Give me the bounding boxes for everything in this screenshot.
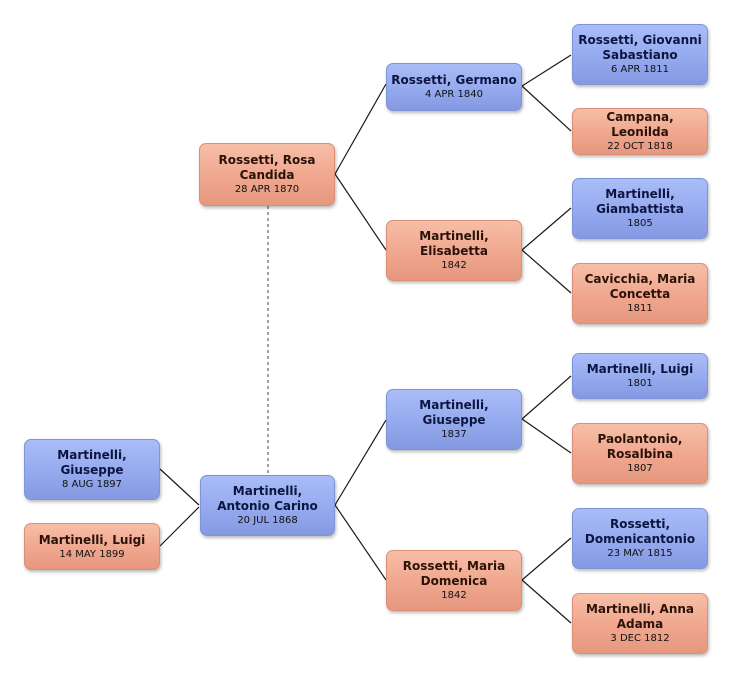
person-name: Martinelli, Giuseppe: [57, 448, 127, 477]
person-card-rossetti-rosa-candida[interactable]: Rossetti, Rosa Candida 28 APR 1870: [199, 143, 335, 206]
person-card-martinelli-luigi-1899[interactable]: Martinelli, Luigi 14 MAY 1899: [24, 523, 160, 570]
person-birth-date: 1811: [627, 303, 653, 314]
connector-line: [334, 83, 387, 175]
person-birth-date: 3 DEC 1812: [610, 633, 670, 644]
person-name: Martinelli, Elisabetta: [419, 229, 489, 258]
connector-line: [334, 419, 387, 506]
person-name: Cavicchia, Maria Concetta: [584, 272, 696, 301]
person-card-martinelli-elisabetta[interactable]: Martinelli, Elisabetta 1842: [386, 220, 522, 281]
person-card-martinelli-giuseppe-1837[interactable]: Martinelli, Giuseppe 1837: [386, 389, 522, 450]
person-birth-date: 14 MAY 1899: [59, 548, 125, 560]
person-birth-date: 1842: [441, 260, 467, 271]
person-name: Paolantonio, Rosalbina: [597, 432, 683, 461]
person-name: Martinelli, Giambattista: [596, 187, 684, 216]
person-name: Martinelli, Antonio Carino: [217, 484, 318, 513]
person-name: Martinelli, Luigi: [586, 362, 694, 376]
person-birth-date: 23 MAY 1815: [607, 548, 673, 559]
connector-line: [521, 54, 572, 87]
connector-line: [334, 173, 387, 251]
person-birth-date: 20 JUL 1868: [237, 515, 298, 526]
person-card-martinelli-anna-adama[interactable]: Martinelli, Anna Adama 3 DEC 1812: [572, 593, 708, 654]
person-name: Rossetti, Domenicantonio: [584, 517, 696, 546]
person-card-rossetti-domenicantonio[interactable]: Rossetti, Domenicantonio 23 MAY 1815: [572, 508, 708, 569]
person-name: Rossetti, Rosa Candida: [218, 153, 316, 182]
person-card-rossetti-germano[interactable]: Rossetti, Germano 4 APR 1840: [386, 63, 522, 111]
person-birth-date: 1805: [627, 218, 653, 229]
person-card-martinelli-antonio-carino[interactable]: Martinelli, Antonio Carino 20 JUL 1868: [200, 475, 335, 536]
connector-line: [159, 468, 200, 506]
person-birth-date: 1801: [627, 378, 653, 389]
connector-line: [521, 537, 572, 581]
person-birth-date: 1842: [441, 590, 467, 601]
connector-line: [521, 579, 572, 624]
person-birth-date: 22 OCT 1818: [607, 141, 673, 152]
person-birth-date: 8 AUG 1897: [61, 479, 123, 490]
connector-line: [521, 85, 572, 132]
connector-line: [521, 249, 572, 294]
person-card-martinelli-giuseppe-1897[interactable]: Martinelli, Giuseppe 8 AUG 1897: [24, 439, 160, 500]
connector-line: [521, 418, 572, 454]
person-birth-date: 1837: [441, 429, 467, 440]
person-card-martinelli-giambattista[interactable]: Martinelli, Giambattista 1805: [572, 178, 708, 239]
connector-line: [521, 207, 572, 251]
person-name: Rossetti, Germano: [391, 73, 517, 87]
person-card-rossetti-giovanni-sabastiano[interactable]: Rossetti, Giovanni Sabastiano 6 APR 1811: [572, 24, 708, 85]
person-birth-date: 1807: [627, 463, 653, 474]
person-name: Martinelli, Anna Adama: [585, 602, 695, 631]
person-card-campana-leonilda[interactable]: Campana, Leonilda 22 OCT 1818: [572, 108, 708, 155]
person-birth-date: 6 APR 1811: [611, 64, 669, 75]
connector-line: [521, 375, 572, 420]
person-name: Martinelli, Luigi: [38, 532, 146, 547]
person-card-rossetti-maria-domenica[interactable]: Rossetti, Maria Domenica 1842: [386, 550, 522, 611]
person-name: Martinelli, Giuseppe: [419, 398, 489, 427]
person-card-paolantonio-rosalbina[interactable]: Paolantonio, Rosalbina 1807: [572, 423, 708, 484]
person-name: Rossetti, Maria Domenica: [402, 559, 506, 588]
person-birth-date: 28 APR 1870: [234, 184, 300, 195]
person-card-martinelli-luigi-1801[interactable]: Martinelli, Luigi 1801: [572, 353, 708, 399]
person-name: Rossetti, Giovanni Sabastiano: [578, 33, 702, 62]
connector-line: [334, 504, 387, 581]
person-card-cavicchia-maria-concetta[interactable]: Cavicchia, Maria Concetta 1811: [572, 263, 708, 324]
person-birth-date: 4 APR 1840: [425, 89, 483, 100]
connector-line: [159, 506, 200, 547]
person-name: Campana, Leonilda: [606, 110, 674, 139]
